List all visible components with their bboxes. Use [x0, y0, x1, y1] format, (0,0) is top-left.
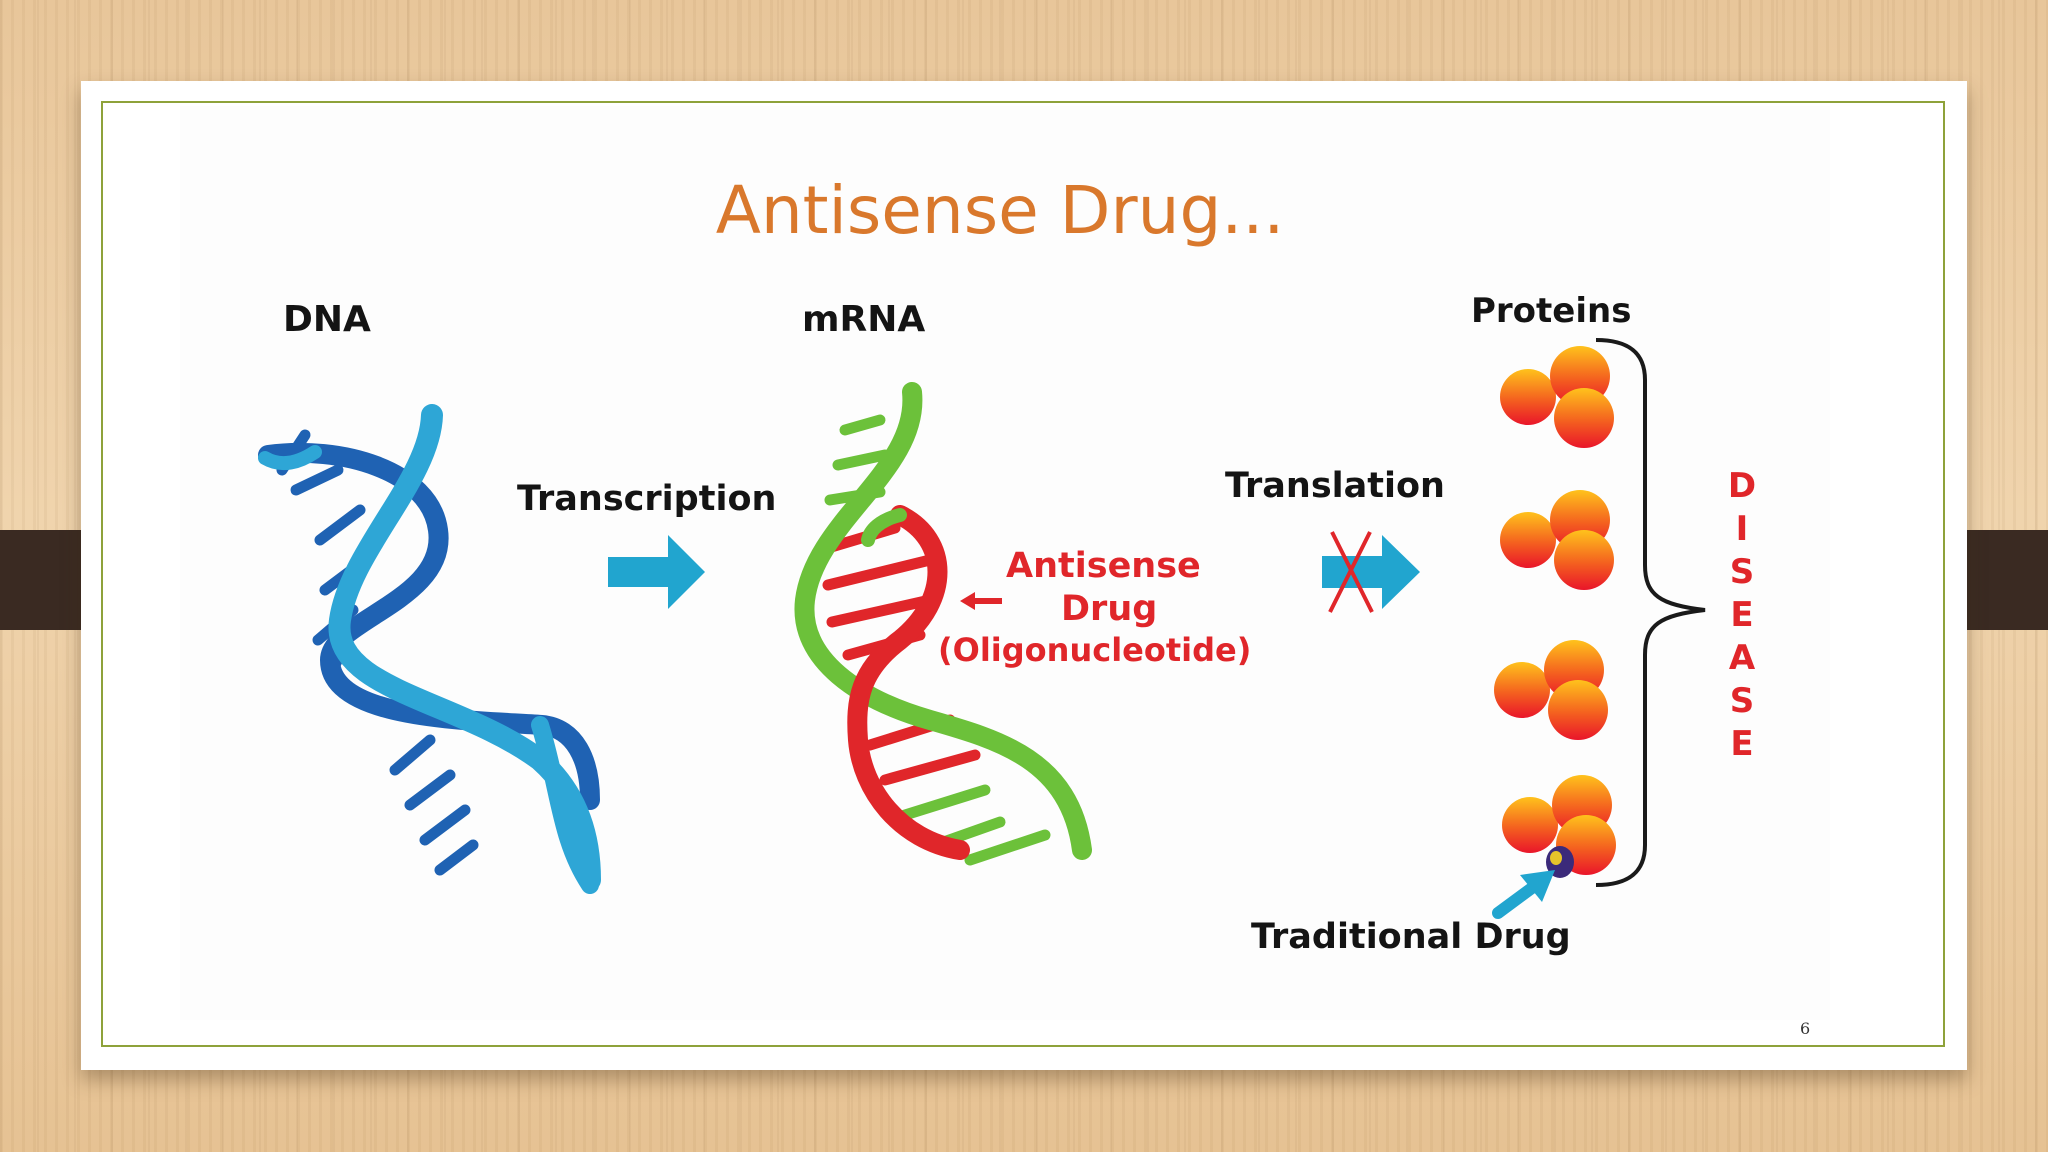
dna-strand-light [328, 404, 601, 891]
mrna-label: mRNA [802, 299, 926, 340]
traditional-drug-molecule-icon [1546, 846, 1574, 878]
translation-label: Translation [1225, 466, 1445, 506]
protein-icon [1502, 775, 1616, 875]
disease-letter: S [1729, 552, 1755, 592]
antisense-strand [847, 505, 970, 860]
dna-helix-icon [258, 404, 601, 894]
traditional-drug-arrow-icon [1492, 870, 1555, 919]
dna-base-pairs [276, 429, 479, 876]
disease-letter: E [1730, 724, 1754, 764]
antisense-label-line2: Drug [1061, 589, 1158, 629]
proteins-brace-icon [1595, 338, 1706, 887]
mrna-strand [794, 382, 1092, 860]
antisense-pointer-arrow-icon [960, 592, 1002, 610]
dna-label: DNA [283, 299, 371, 340]
disease-letter: D [1727, 466, 1757, 506]
disease-letter: S [1729, 681, 1755, 721]
mrna-helix-icon [794, 382, 1092, 866]
transcription-label: Transcription [517, 479, 777, 519]
disease-letter: I [1735, 509, 1749, 549]
proteins-label: Proteins [1471, 291, 1632, 331]
traditional-drug-label: Traditional Drug [1251, 917, 1571, 957]
disease-vertical-label: D I S E A S E [1722, 465, 1762, 766]
page-number: 6 [1800, 1019, 1811, 1038]
protein-icon [1500, 490, 1614, 590]
transcription-arrow-icon [608, 535, 705, 609]
protein-icon [1500, 346, 1614, 448]
antisense-label-line1: Antisense [1006, 546, 1201, 586]
protein-icon [1494, 640, 1608, 740]
antisense-label-line3: (Oligonucleotide) [938, 631, 1252, 669]
disease-letter: A [1728, 638, 1756, 678]
slide-title: Antisense Drug... [715, 172, 1285, 249]
disease-letter: E [1730, 595, 1754, 635]
slide-frame [101, 101, 1945, 1047]
translation-blocked-arrow-icon [1322, 531, 1420, 613]
